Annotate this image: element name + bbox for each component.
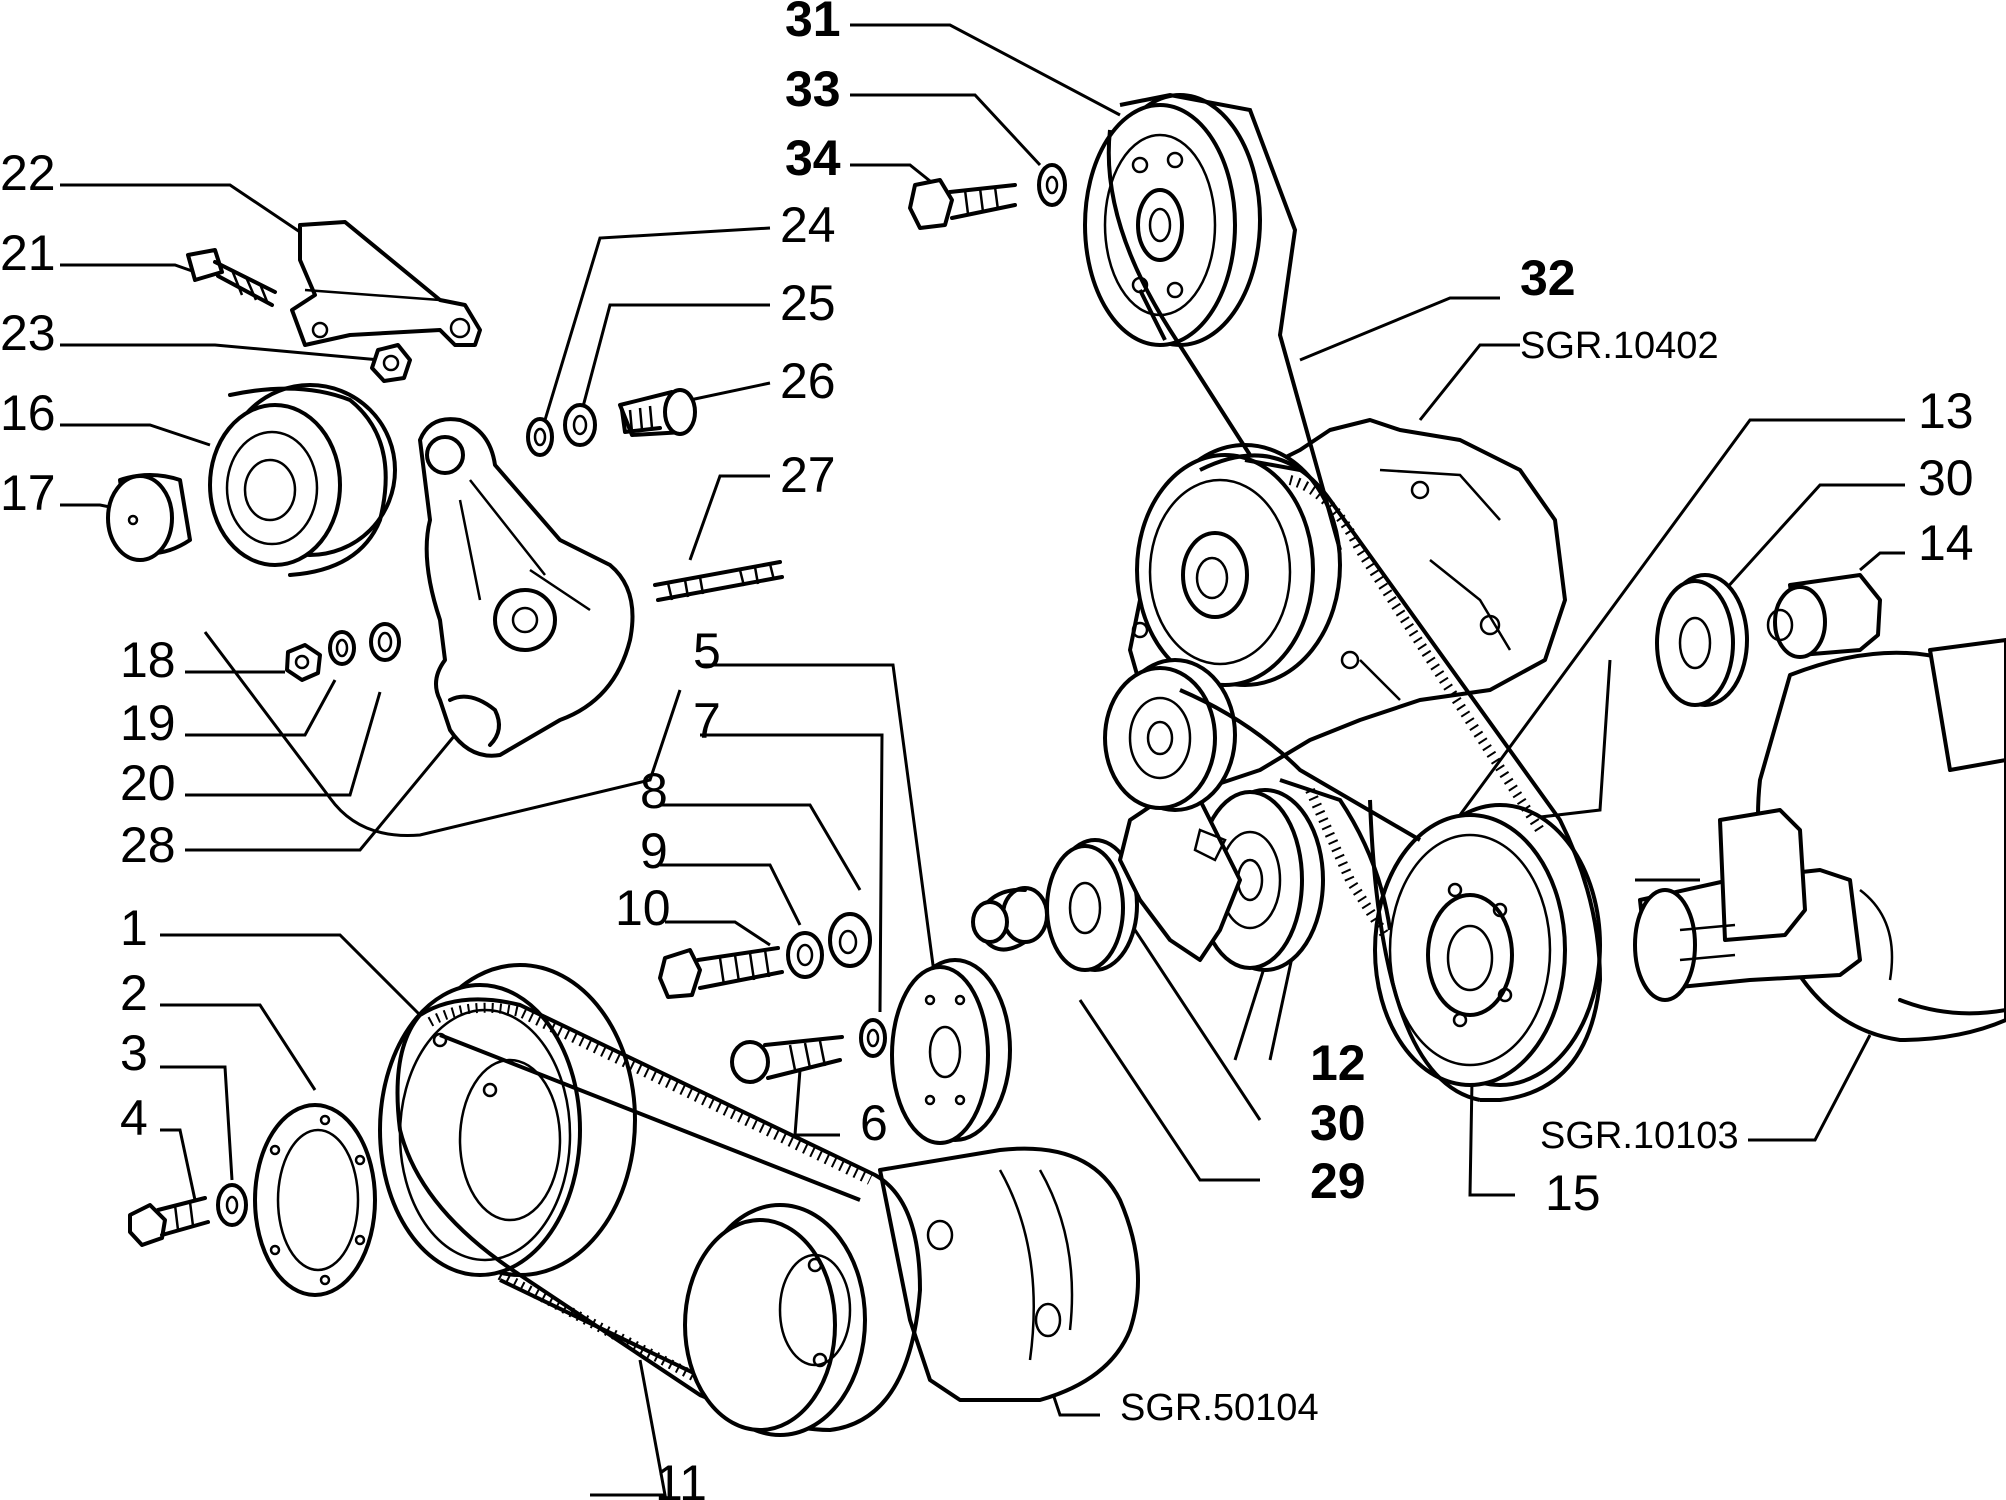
washer-part-3 <box>216 1183 248 1227</box>
label-21: 21 <box>0 225 56 281</box>
pulley-part-31 <box>1083 93 1262 347</box>
alternator-pulley <box>1135 443 1342 687</box>
label-28: 28 <box>120 817 176 873</box>
flange-part-5 <box>890 958 1012 1145</box>
label-26: 26 <box>780 353 836 409</box>
spring-washer-part-19 <box>328 630 356 666</box>
label-4: 4 <box>120 1090 148 1146</box>
label-12: 12 <box>1310 1035 1366 1091</box>
label-6: 6 <box>860 1095 888 1151</box>
flange-plate-part-2 <box>253 1103 377 1297</box>
label-34: 34 <box>785 130 841 186</box>
label-25: 25 <box>780 275 836 331</box>
ref-sgr-10402: SGR.10402 <box>1520 325 1719 367</box>
washer-part-20 <box>369 622 401 662</box>
label-29: 29 <box>1310 1153 1366 1209</box>
idler-pulley-part-16 <box>208 383 397 577</box>
label-15: 15 <box>1545 1165 1601 1221</box>
small-pulley <box>1103 658 1237 812</box>
disc-part-30-left <box>1045 838 1139 972</box>
label-13: 13 <box>1918 383 1974 439</box>
label-18: 18 <box>120 632 176 688</box>
cap-part-17 <box>106 473 192 562</box>
bolt-part-6 <box>730 1035 844 1084</box>
label-27: 27 <box>780 447 836 503</box>
reference-labels: SGR.10402 SGR.10103 SGR.50104 <box>1120 325 1739 1429</box>
sleeve-part-14 <box>1766 573 1882 659</box>
ref-sgr-50104: SGR.50104 <box>1120 1387 1319 1429</box>
label-2: 2 <box>120 965 148 1021</box>
label-20: 20 <box>120 755 176 811</box>
label-5: 5 <box>693 623 721 679</box>
label-16: 16 <box>0 385 56 441</box>
washer-part-33 <box>1037 163 1067 207</box>
label-23: 23 <box>0 305 56 361</box>
bushing-part-29 <box>971 886 1049 952</box>
label-30-right: 30 <box>1918 450 1974 506</box>
bracket-part-22 <box>290 220 482 347</box>
nut-part-18 <box>285 643 322 682</box>
crankshaft-pulley-part-15 <box>1373 803 1602 1087</box>
label-11: 11 <box>655 1455 707 1500</box>
label-14: 14 <box>1918 515 1974 571</box>
label-1: 1 <box>120 900 148 956</box>
bolt-part-26 <box>618 388 697 437</box>
ref-sgr-10103: SGR.10103 <box>1540 1115 1739 1157</box>
bolt-part-34 <box>908 178 1017 230</box>
label-24: 24 <box>780 197 836 253</box>
washer-part-24 <box>526 417 554 457</box>
tensioner-pulley-part-12 <box>1196 788 1325 972</box>
label-3: 3 <box>120 1025 148 1081</box>
label-7: 7 <box>693 693 721 749</box>
label-30-left: 30 <box>1310 1095 1366 1151</box>
washer-part-8 <box>828 912 872 968</box>
bolt-part-10 <box>658 946 784 999</box>
label-19: 19 <box>120 695 176 751</box>
bolt-part-21 <box>186 248 277 307</box>
disc-part-30-right <box>1655 573 1749 707</box>
label-22: 22 <box>0 145 56 201</box>
washer-part-9 <box>786 931 824 979</box>
label-33: 33 <box>785 61 841 117</box>
stud-part-27 <box>653 560 784 602</box>
tensioner-bracket-part-28 <box>418 417 635 758</box>
compressor-pulley-part-1 <box>378 963 637 1277</box>
label-32: 32 <box>1520 250 1576 306</box>
belt-part-11 <box>395 997 923 1437</box>
nut-part-23 <box>370 343 412 383</box>
label-31: 31 <box>785 0 841 47</box>
leader-lines <box>60 23 1905 1497</box>
crankshaft-assembly <box>1633 638 2006 1042</box>
bolt-part-4 <box>128 1196 210 1247</box>
washer-part-7 <box>859 1018 887 1058</box>
belt-part-13 <box>1179 453 1603 1102</box>
label-10: 10 <box>615 880 671 936</box>
label-17: 17 <box>0 465 56 521</box>
washer-part-25 <box>563 403 597 447</box>
compressor-assembly <box>878 1146 1140 1402</box>
label-8: 8 <box>640 763 668 819</box>
label-9: 9 <box>640 823 668 879</box>
belt-part-32 <box>1106 92 1342 551</box>
